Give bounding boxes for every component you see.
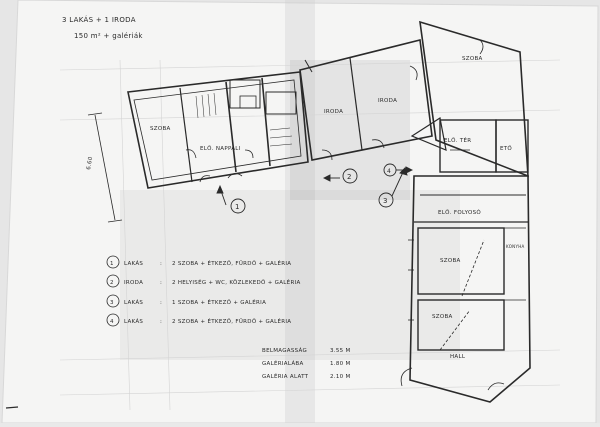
room-label-iroda-2: IRODA	[378, 98, 397, 104]
legend-num-4: 4	[110, 319, 114, 325]
room-label-elo-ter: ELŐ. TÉR	[444, 136, 471, 144]
legend-num-3: 3	[110, 300, 114, 306]
height-label-2: GALÉRIALÁBA	[262, 359, 304, 367]
room-label-hall: HALL	[450, 354, 466, 360]
header-line-1: 3 LAKÁS + 1 IRODA	[62, 15, 136, 24]
height-label-1: BELMAGASSÁG	[262, 347, 307, 354]
right-wing	[400, 175, 531, 403]
legend-desc-1: 2 SZOBA + ÉTKEZŐ, FÜRDŐ + GALÉRIA	[172, 259, 291, 267]
height-value-2: 1.80 M	[330, 361, 351, 367]
height-label-3: GALÉRIA ALATT	[262, 372, 309, 380]
legend-colon-4: :	[160, 319, 162, 325]
legend-colon-2: :	[160, 280, 162, 286]
unit-marker-2	[322, 168, 358, 184]
legend-num-1: 1	[110, 261, 114, 267]
legend-desc-2: 2 HELYISÉG + WC, KÖZLEKEDŐ + GALÉRIA	[172, 278, 301, 286]
legend-name-2: IRODA	[124, 280, 143, 286]
room-label-elo-folyoso: ELŐ. FOLYOSÓ	[438, 209, 481, 216]
room-label-iroda: IRODA	[324, 109, 343, 115]
dimension-line	[87, 112, 123, 223]
room-label-eto: ETŐ	[500, 145, 512, 152]
room-label-szoba: SZOBA	[150, 126, 171, 132]
dimension-label: 6.60	[86, 156, 94, 170]
room-label-konyha: KONYHA	[506, 244, 525, 249]
marker-label-4: 4	[387, 168, 391, 175]
height-value-3: 2.10 M	[330, 374, 351, 380]
legend	[106, 255, 120, 327]
top-wing	[299, 20, 529, 178]
unit-marker-4	[383, 163, 414, 177]
room-label-szoba-top: SZOBA	[462, 56, 483, 62]
legend-num-2: 2	[110, 280, 114, 286]
marker-label-2: 2	[347, 173, 352, 181]
marker-label-1: 1	[235, 203, 240, 211]
room-label-eloter-nappali: ELŐ. NAPPALI	[200, 145, 241, 152]
marker-label-3: 3	[383, 197, 388, 205]
legend-desc-3: 1 SZOBA + ÉTKEZŐ + GALÉRIA	[172, 298, 266, 306]
header-line-2: 150 m² + galériák	[74, 32, 143, 40]
legend-colon-1: :	[160, 261, 162, 267]
legend-name-4: LAKÁS	[124, 318, 143, 325]
legend-name-3: LAKÁS	[124, 299, 143, 306]
room-label-szoba-mid: SZOBA	[440, 258, 461, 264]
legend-colon-3: :	[160, 300, 162, 306]
legend-desc-4: 2 SZOBA + ÉTKEZŐ, FÜRDŐ + GALÉRIA	[172, 317, 291, 325]
unit-marker-1	[216, 184, 246, 214]
legend-name-1: LAKÁS	[124, 260, 143, 267]
height-value-1: 3.55 M	[330, 348, 351, 354]
left-wing	[127, 71, 309, 189]
room-label-szoba-low: SZOBA	[432, 314, 453, 320]
